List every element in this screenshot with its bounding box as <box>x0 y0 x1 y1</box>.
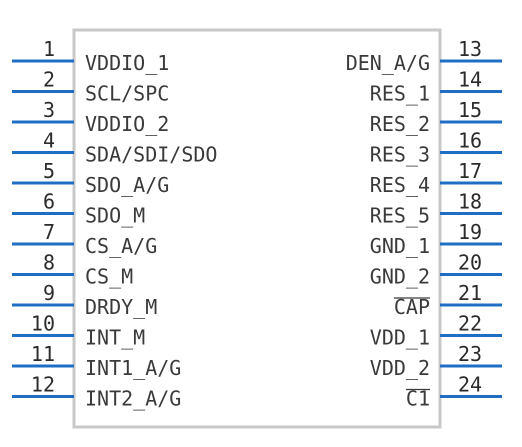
pin-number-6: 6 <box>43 190 55 214</box>
pin-label-15: RES_2 <box>370 112 430 136</box>
pin-label-2: SCL/SPC <box>85 82 169 106</box>
pin-number-1: 1 <box>43 37 55 61</box>
component-body <box>72 28 442 429</box>
pin-label-23: VDD_2 <box>370 356 430 380</box>
pin-number-2: 2 <box>43 68 55 92</box>
pin-label-1: VDDIO_1 <box>85 51 169 75</box>
pin-label-16: RES_3 <box>370 143 430 167</box>
pin-number-23: 23 <box>458 342 482 366</box>
pin-number-24: 24 <box>458 373 482 397</box>
pin-label-19: GND_1 <box>370 234 430 258</box>
pin-label-7: CS_A/G <box>85 234 157 258</box>
pin-label-3: VDDIO_2 <box>85 112 169 136</box>
pin-number-11: 11 <box>31 342 55 366</box>
pin-label-12: INT2_A/G <box>85 387 181 411</box>
pin-label-10: INT_M <box>85 326 145 350</box>
pin-label-20: GND_2 <box>370 265 430 289</box>
pin-number-3: 3 <box>43 98 55 122</box>
pin-number-13: 13 <box>458 37 482 61</box>
pin-label-17: RES_4 <box>370 173 430 197</box>
pin-number-21: 21 <box>458 281 482 305</box>
pin-label-4: SDA/SDI/SDO <box>85 143 217 167</box>
pin-number-22: 22 <box>458 312 482 336</box>
pin-number-7: 7 <box>43 220 55 244</box>
pin-number-4: 4 <box>43 129 55 153</box>
pin-number-17: 17 <box>458 159 482 183</box>
pin-label-21: CAP <box>394 295 430 319</box>
pin-number-16: 16 <box>458 129 482 153</box>
pin-number-8: 8 <box>43 251 55 275</box>
pin-label-6: SDO_M <box>85 204 145 228</box>
pin-number-20: 20 <box>458 251 482 275</box>
pin-label-22: VDD_1 <box>370 326 430 350</box>
pin-label-14: RES_1 <box>370 82 430 106</box>
pin-label-13: DEN_A/G <box>346 51 430 75</box>
pin-number-19: 19 <box>458 220 482 244</box>
pin-number-12: 12 <box>31 373 55 397</box>
pin-label-5: SDO_A/G <box>85 173 169 197</box>
pin-label-9: DRDY_M <box>85 295 157 319</box>
pin-number-18: 18 <box>458 190 482 214</box>
pin-label-11: INT1_A/G <box>85 356 181 380</box>
pin-label-24: C1 <box>406 387 430 411</box>
pin-number-10: 10 <box>31 312 55 336</box>
pin-number-14: 14 <box>458 68 482 92</box>
pin-number-15: 15 <box>458 98 482 122</box>
pin-label-18: RES_5 <box>370 204 430 228</box>
pin-label-8: CS_M <box>85 265 133 289</box>
pin-number-5: 5 <box>43 159 55 183</box>
pin-number-9: 9 <box>43 281 55 305</box>
